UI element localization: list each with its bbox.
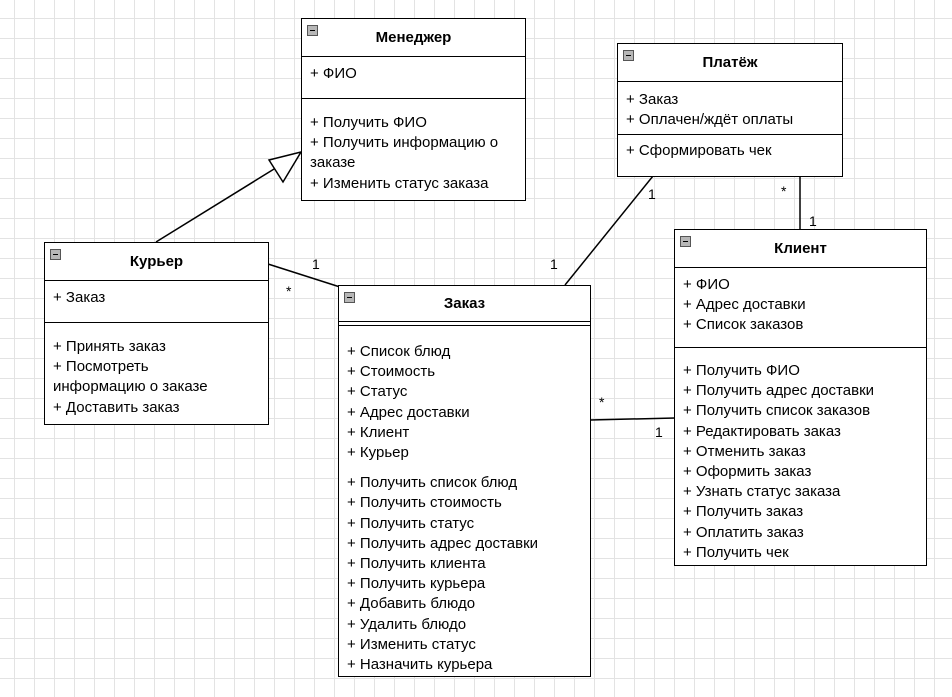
class-courier[interactable]: Курьер + Заказ + Принять заказ + Посмотр… xyxy=(44,242,269,425)
mult-order-end-courier: 1 xyxy=(312,256,320,272)
class-manager[interactable]: Менеджер + ФИО + Получить ФИО + Получить… xyxy=(301,18,526,201)
attribute: + Курьер xyxy=(347,444,409,462)
method: + Изменить статус заказа xyxy=(310,174,489,192)
collapse-icon[interactable] xyxy=(623,50,634,61)
method: + Оплатить заказ xyxy=(683,523,804,541)
class-order-attributes: + Список блюд + Стоимость + Статус + Адр… xyxy=(339,326,590,463)
mult-payment-end-client: * xyxy=(781,183,787,199)
class-client-name: Клиент xyxy=(774,240,827,257)
attribute: + Клиент xyxy=(347,423,410,441)
method: + Принять заказ xyxy=(53,338,166,355)
method: + Получить адрес доставки xyxy=(347,534,539,552)
attribute: + Статус xyxy=(347,383,408,401)
method: + Изменить статус xyxy=(347,635,476,653)
mult-order-end-client: * xyxy=(599,394,605,410)
method: + Получить статус xyxy=(347,514,475,532)
class-manager-attributes: + ФИО xyxy=(302,57,525,99)
class-payment-name: Платёж xyxy=(702,54,758,71)
class-order-methods: + Получить список блюд + Получить стоимо… xyxy=(339,463,590,675)
method: + Получить адрес доставки xyxy=(683,382,875,400)
class-courier-attributes: + Заказ xyxy=(45,281,268,323)
mult-client-end-order: 1 xyxy=(655,424,663,440)
collapse-icon[interactable] xyxy=(50,249,61,260)
class-order-name: Заказ xyxy=(443,295,486,312)
attribute: + Стоимость xyxy=(347,363,436,381)
class-manager-name: Менеджер xyxy=(375,29,452,46)
class-order-header: Заказ xyxy=(339,286,590,322)
attribute: + ФИО xyxy=(683,276,730,293)
method: + Получить информацию о заказе xyxy=(310,134,499,172)
attribute: + Адрес доставки xyxy=(347,403,470,421)
method: + Назначить курьера xyxy=(347,656,493,674)
class-client-header: Клиент xyxy=(675,230,926,268)
association-payment-order[interactable] xyxy=(564,175,654,286)
method: + Получить список блюд xyxy=(347,474,518,492)
method: + Доставить заказ xyxy=(53,398,180,416)
collapse-icon[interactable] xyxy=(307,25,318,36)
method: + Отменить заказ xyxy=(683,442,806,460)
method: + Узнать статус заказа xyxy=(683,483,841,501)
method: + Посмотреть информацию о заказе xyxy=(53,358,208,396)
attribute: + Адрес доставки xyxy=(683,296,806,314)
class-client-attributes: + ФИО + Адрес доставки + Список заказов xyxy=(675,268,926,348)
method: + Получить курьера xyxy=(347,575,486,593)
attribute: + Список блюд xyxy=(347,343,451,360)
mult-courier-end: * xyxy=(286,283,292,299)
class-manager-methods: + Получить ФИО + Получить информацию о з… xyxy=(302,99,525,194)
method: + Получить заказ xyxy=(683,503,804,521)
method: + Получить список заказов xyxy=(683,402,871,420)
class-client-methods: + Получить ФИО + Получить адрес доставки… xyxy=(675,348,926,563)
method: + Добавить блюдо xyxy=(347,595,476,613)
method: + Получить стоимость xyxy=(347,494,502,512)
association-order-client[interactable] xyxy=(589,417,676,421)
method: + Сформировать чек xyxy=(626,142,772,159)
class-order-divider xyxy=(339,322,590,326)
method: + Получить чек xyxy=(683,543,789,561)
collapse-icon[interactable] xyxy=(344,292,355,303)
class-order[interactable]: Заказ + Список блюд + Стоимость + Статус… xyxy=(338,285,591,677)
class-payment-attributes: + Заказ + Оплачен/ждёт оплаты xyxy=(618,82,842,135)
method: + Получить клиента xyxy=(347,555,486,573)
attribute: + Заказ xyxy=(626,91,679,108)
attribute: + Заказ xyxy=(53,289,106,306)
class-client[interactable]: Клиент + ФИО + Адрес доставки + Список з… xyxy=(674,229,927,566)
mult-client-end-payment: 1 xyxy=(809,213,817,229)
method: + Редактировать заказ xyxy=(683,422,841,440)
mult-payment-end-order: 1 xyxy=(648,186,656,202)
attribute: + Список заказов xyxy=(683,316,804,334)
class-payment[interactable]: Платёж + Заказ + Оплачен/ждёт оплаты + С… xyxy=(617,43,843,177)
attribute: + ФИО xyxy=(310,65,357,82)
class-courier-methods: + Принять заказ + Посмотреть информацию … xyxy=(45,323,268,418)
association-courier-order[interactable] xyxy=(267,263,341,288)
method: + Получить ФИО xyxy=(683,362,800,379)
class-payment-header: Платёж xyxy=(618,44,842,82)
method: + Оформить заказ xyxy=(683,463,812,481)
class-courier-name: Курьер xyxy=(129,253,184,270)
class-courier-header: Курьер xyxy=(45,243,268,281)
inheritance-arrowhead xyxy=(267,150,303,184)
mult-order-end-payment: 1 xyxy=(550,256,558,272)
class-payment-methods: + Сформировать чек xyxy=(618,135,842,161)
method: + Получить ФИО xyxy=(310,114,427,131)
collapse-icon[interactable] xyxy=(680,236,691,247)
class-manager-header: Менеджер xyxy=(302,19,525,57)
attribute: + Оплачен/ждёт оплаты xyxy=(626,111,794,129)
method: + Удалить блюдо xyxy=(347,615,467,633)
